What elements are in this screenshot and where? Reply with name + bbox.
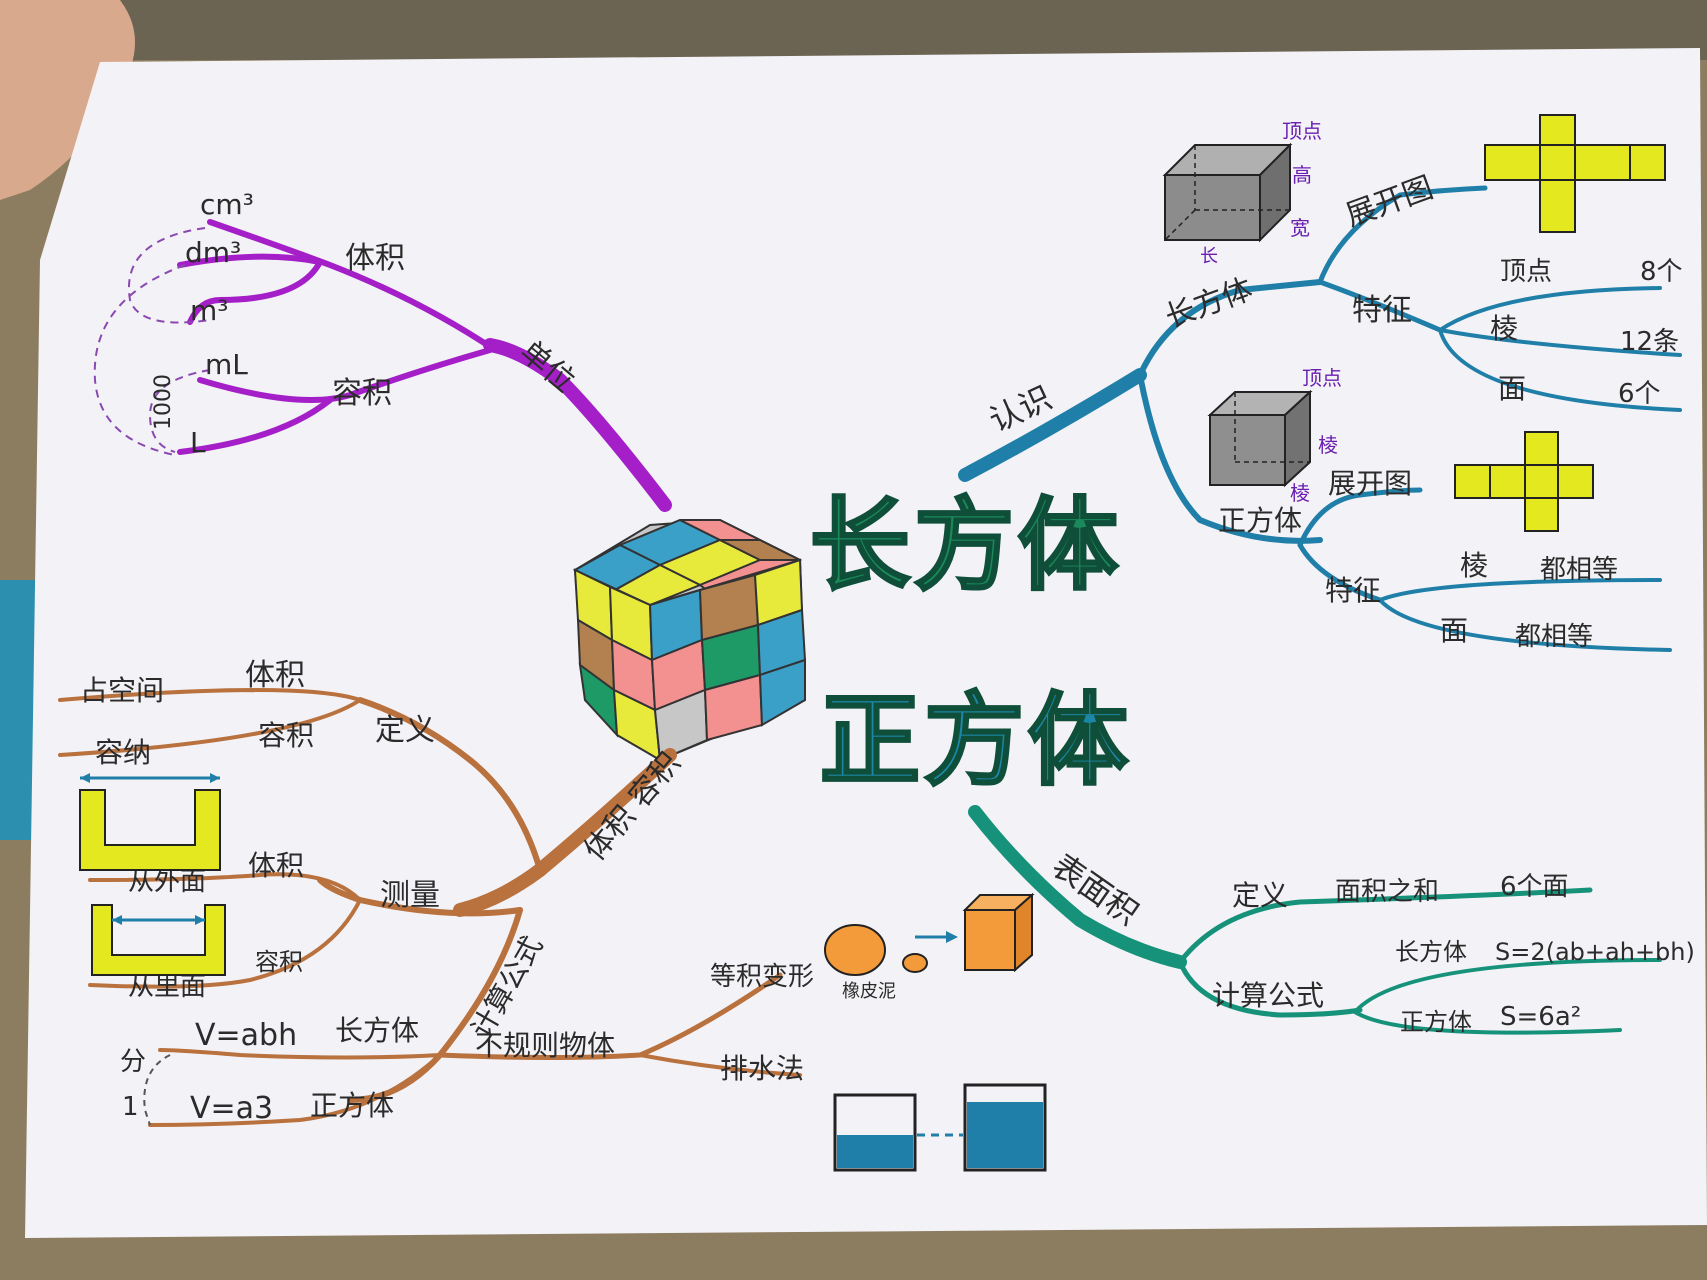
cube-volume-name: 正方体 [310, 1089, 394, 1122]
clay-drawing [824, 892, 1035, 976]
def-capacity-desc: 容纳 [95, 736, 151, 769]
cuboid-drawing-vertex: 顶点 [1282, 119, 1322, 143]
cube-face: 面 [1440, 614, 1468, 647]
unit-dm3: dm³ [185, 236, 241, 269]
surface-cube-name: 正方体 [1400, 1008, 1472, 1036]
surface-def-count: 6个面 [1500, 872, 1569, 902]
method-dig-label: 等积变形 [710, 962, 814, 992]
cube-drawing-vertex: 顶点 [1302, 366, 1342, 390]
def-volume-desc: 占空间 [80, 674, 164, 707]
measure-capacity: 容积 [255, 948, 303, 976]
container-inner-drawing [91, 904, 226, 976]
formula-side-b: 1 [122, 1092, 139, 1122]
cube-net-drawing [1454, 431, 1594, 532]
cuboid-edge: 棱 [1490, 312, 1518, 345]
cuboid-edge-count: 12条 [1620, 327, 1679, 357]
cuboid-drawing-height: 高 [1292, 163, 1312, 187]
unit-m3: m³ [190, 294, 229, 327]
irregular-label: 不规则物体 [475, 1029, 615, 1062]
cube-drawing [1207, 389, 1313, 488]
def-capacity: 容积 [258, 719, 314, 752]
container-outer-drawing [79, 773, 221, 871]
surface-formula: 计算公式 [1212, 979, 1324, 1012]
surface-definition: 定义 [1232, 879, 1288, 912]
cuboid-features-label: 特征 [1352, 293, 1412, 328]
surface-cuboid-name: 长方体 [1395, 938, 1467, 966]
beakers-drawing [833, 1083, 1047, 1172]
units-capacity: 容积 [332, 376, 392, 411]
thumb [0, 0, 135, 200]
cube-edge: 棱 [1460, 549, 1488, 582]
unit-rate: 1000 [151, 374, 176, 430]
method-drain-label: 排水法 [720, 1052, 804, 1085]
cube-face-desc: 都相等 [1515, 622, 1593, 652]
cube-net-label: 展开图 [1328, 467, 1412, 500]
surface-cuboid-formula: S=2(ab+ah+bh) [1495, 938, 1695, 966]
recognize-branch [958, 185, 1682, 652]
cuboid-drawing-width: 宽 [1290, 216, 1310, 240]
surface-def-desc: 面积之和 [1335, 877, 1439, 907]
units-branch [177, 219, 672, 512]
cube-volume-formula: V=a3 [190, 1091, 273, 1126]
cuboid-drawing-length: 长 [1200, 246, 1218, 267]
measure-volume: 体积 [248, 849, 304, 882]
surface-branch [968, 805, 1662, 1035]
cuboid-volume-name: 长方体 [335, 1014, 419, 1047]
volume-branch [58, 688, 802, 1127]
cube-drawing-edge-bottom: 棱 [1290, 481, 1310, 505]
volume-definition: 定义 [375, 713, 435, 748]
units-dashed-arrows [93, 227, 211, 456]
cuboid-vertex-count: 8个 [1640, 257, 1683, 287]
cuboid-volume-formula: V=abh [195, 1018, 297, 1053]
cuboid-face-count: 6个 [1618, 379, 1661, 409]
formula-dashed-arrow [143, 1054, 171, 1126]
unit-ml: mL [205, 348, 248, 381]
cuboid-vertex: 顶点 [1500, 257, 1552, 287]
surface-cube-formula: S=6a² [1500, 1002, 1581, 1032]
title-cube: 正方体 [820, 682, 1132, 799]
measure-capacity-desc: 从里面 [128, 972, 206, 1002]
unit-cm3: cm³ [200, 188, 254, 221]
units-volume: 体积 [345, 241, 405, 276]
measure-volume-desc: 从外面 [128, 867, 206, 897]
cuboid-drawing [1162, 142, 1293, 243]
formula-side-a: 分 [120, 1047, 146, 1077]
measure-label: 测量 [380, 878, 440, 913]
cuboid-face: 面 [1498, 372, 1526, 405]
cube-drawing-edge-right: 棱 [1318, 433, 1338, 457]
rubiks-cube-drawing [572, 518, 807, 763]
cuboid-net-drawing [1484, 114, 1666, 233]
title-cuboid: 长方体 [810, 487, 1122, 604]
cube-edge-desc: 都相等 [1540, 555, 1618, 585]
clay-label: 橡皮泥 [842, 981, 896, 1002]
cube-features-label: 特征 [1325, 574, 1381, 607]
cube-label: 正方体 [1218, 504, 1302, 537]
def-volume: 体积 [245, 658, 305, 693]
paper-sheet [25, 48, 1707, 1238]
top-background [0, 0, 1707, 60]
unit-l: L [190, 426, 206, 459]
